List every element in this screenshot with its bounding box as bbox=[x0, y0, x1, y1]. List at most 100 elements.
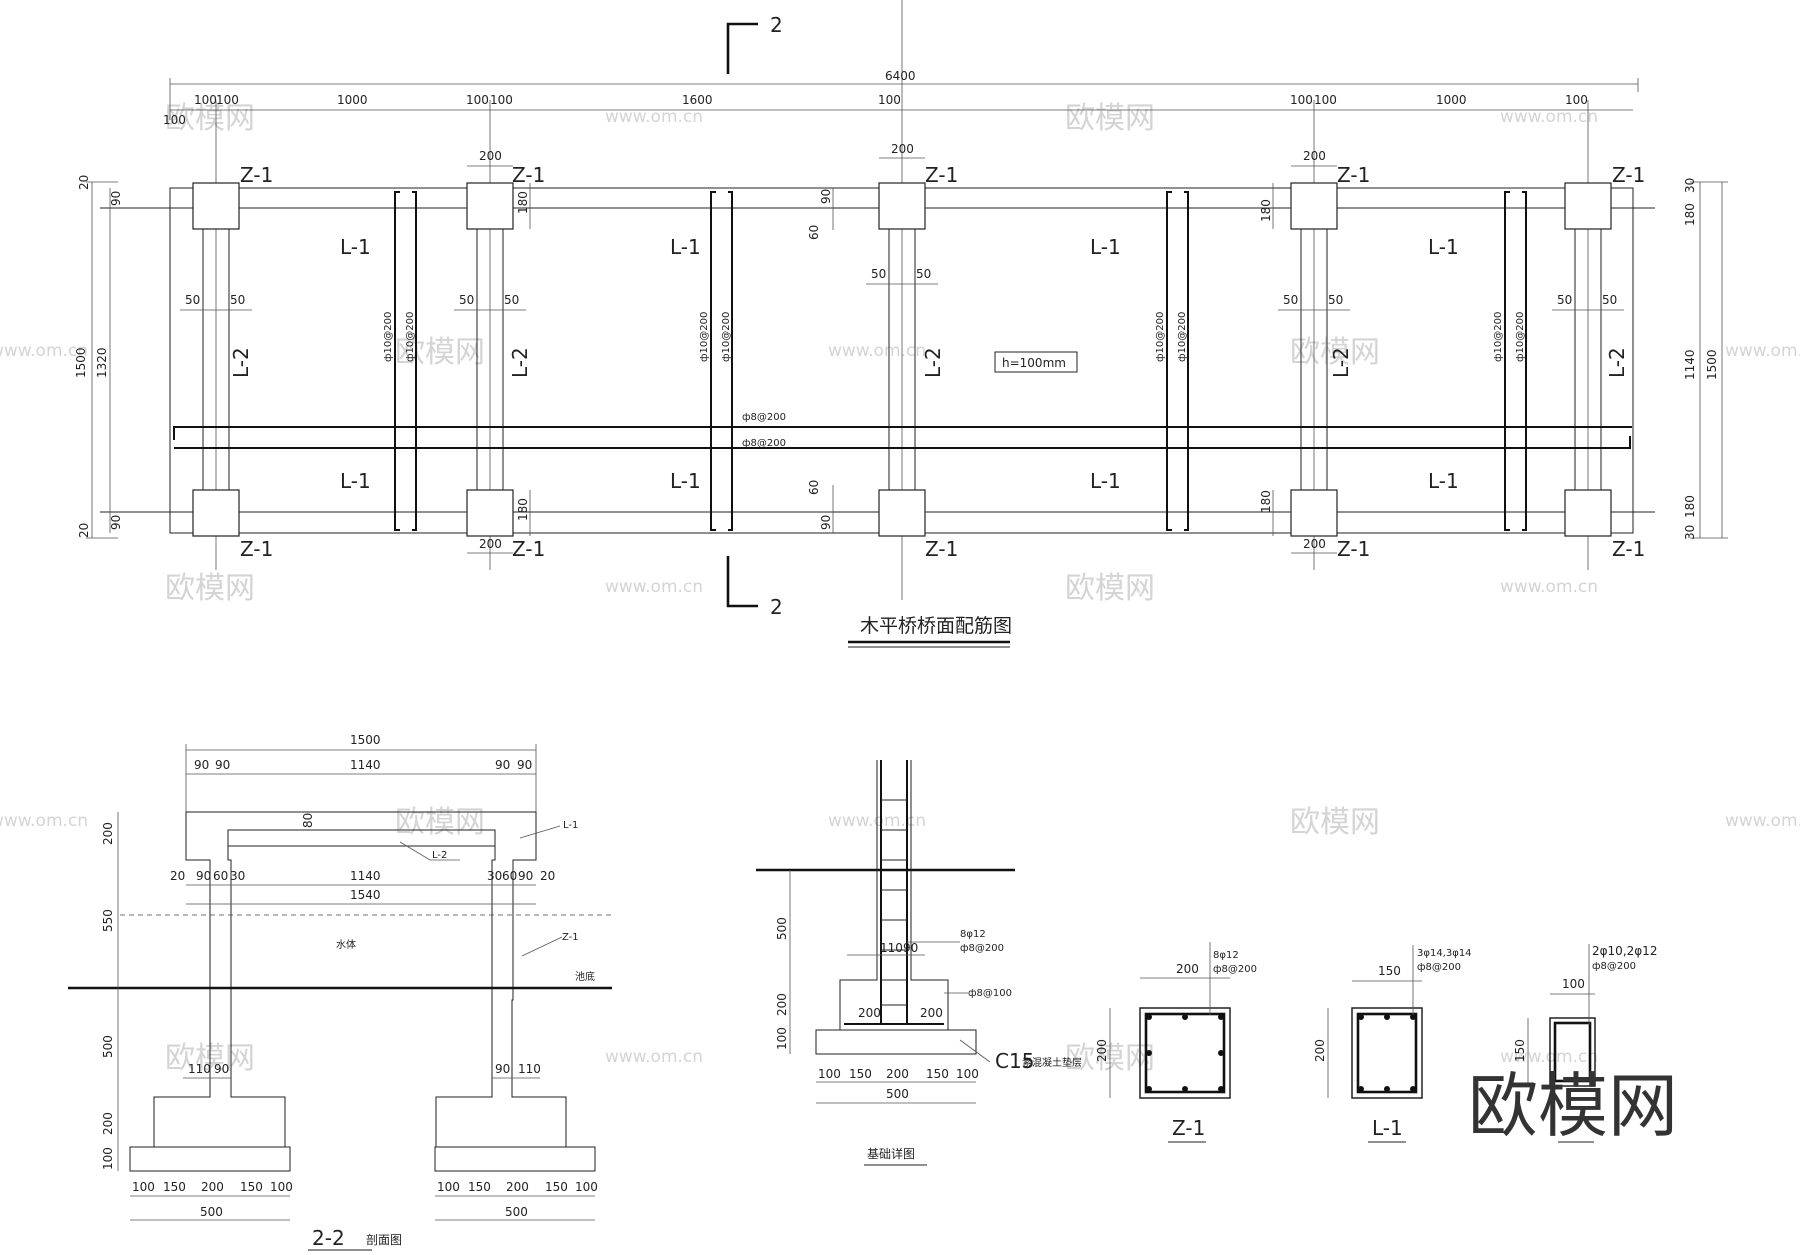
dim-text: 90 bbox=[518, 869, 533, 883]
beam-label: L-1 bbox=[340, 235, 371, 259]
dim-text: 100 bbox=[818, 1067, 841, 1081]
dim-text: 550 bbox=[101, 909, 115, 932]
dim-text: 1140 bbox=[1683, 349, 1697, 380]
pad-right bbox=[434, 1146, 596, 1172]
column-dimensions: 200 200 200 200 200 180 180 180 180 90 6… bbox=[467, 142, 1337, 554]
dim-text: 200 bbox=[101, 822, 115, 845]
dim-text: 20 bbox=[170, 869, 185, 883]
rib-label: L-2 bbox=[508, 347, 532, 378]
dim-text: 20 bbox=[77, 523, 91, 538]
leader bbox=[399, 841, 460, 861]
column-z1 bbox=[466, 489, 514, 537]
watermark-url: www.om.cn bbox=[605, 1047, 703, 1067]
dim-text: 180 bbox=[1683, 495, 1697, 518]
dim-text: 1320 bbox=[95, 347, 109, 378]
section-marker-bottom: 2 bbox=[726, 556, 783, 619]
dim-text: 180 bbox=[1683, 203, 1697, 226]
column-label: Z-1 bbox=[1337, 163, 1370, 187]
dim-text: 200 bbox=[858, 1006, 881, 1020]
dim-text: 200 bbox=[1303, 149, 1326, 163]
dim-text: 100 bbox=[132, 1180, 155, 1194]
column-z1 bbox=[1290, 182, 1338, 230]
dim-text: 100 bbox=[1314, 93, 1337, 107]
dim-text: 100 bbox=[1290, 93, 1313, 107]
rebar-label: ф8@200 bbox=[960, 943, 1004, 954]
dim-text: 1000 bbox=[1436, 93, 1467, 107]
watermark-url: www.om.cn bbox=[828, 341, 926, 361]
pad-left bbox=[129, 1146, 291, 1172]
rebar-label: ф8@200 bbox=[1417, 962, 1461, 973]
dim-text: 100 bbox=[216, 93, 239, 107]
section-title: 2-2 bbox=[312, 1226, 345, 1250]
column-z1 bbox=[1564, 182, 1612, 230]
dim-text: 90 bbox=[109, 515, 123, 530]
rib-label: L-2 bbox=[229, 347, 253, 378]
dim-text: 50 bbox=[1283, 293, 1298, 307]
dim-text: 100 bbox=[878, 93, 901, 107]
right-dimensions: 30 180 1140 1500 180 30 bbox=[1683, 178, 1728, 540]
concrete-note: 素混凝土垫层 bbox=[1022, 1056, 1082, 1069]
dim-text: 150 bbox=[926, 1067, 949, 1081]
water-label: 水体 bbox=[336, 939, 356, 951]
plan-view: 6400 100 100 100 1000 100 100 1600 100 1… bbox=[74, 0, 1728, 648]
column-label: Z-1 bbox=[512, 163, 545, 187]
column-label: Z-1 bbox=[1337, 537, 1370, 561]
dim-text: 1600 bbox=[682, 93, 713, 107]
l1-stirrup bbox=[1356, 1012, 1418, 1094]
foundation-detail: 500 200 100 8φ12 ф8@200 ф8@100 110 90 20… bbox=[756, 760, 1082, 1166]
watermark-url: www.om.cn bbox=[1500, 107, 1598, 127]
section-2-2: 1500 90 90 1140 90 90 80 水体 池底 L-1 L-2 Z… bbox=[68, 733, 612, 1251]
rib-width-dimensions: 50 50 50 50 50 50 50 50 50 50 bbox=[180, 267, 1624, 311]
dim-text: 50 bbox=[185, 293, 200, 307]
dim-text: 200 bbox=[891, 142, 914, 156]
rebar-label: 8φ12 bbox=[960, 929, 986, 940]
column-label: Z-1 bbox=[925, 537, 958, 561]
dim-text: 150 bbox=[1378, 964, 1401, 978]
horizontal-rebars bbox=[173, 426, 1632, 449]
dim-text: 100 bbox=[490, 93, 513, 107]
dim-text: 150 bbox=[849, 1067, 872, 1081]
rebar-label: ф10@200 bbox=[405, 312, 416, 362]
section-title-suffix: 剖面图 bbox=[366, 1233, 402, 1247]
dim-text: 500 bbox=[200, 1205, 223, 1219]
plan-title: 木平桥桥面配筋图 bbox=[860, 615, 1012, 637]
dim-text: 30 bbox=[487, 869, 502, 883]
beam-label: L-1 bbox=[670, 235, 701, 259]
slab-note: h=100mm bbox=[1002, 356, 1066, 370]
rebar-label: ф8@200 bbox=[742, 412, 786, 423]
watermark-cn: 欧模网 bbox=[1290, 805, 1380, 840]
watermark-cn: 欧模网 bbox=[1290, 335, 1380, 370]
watermark-cn: 欧模网 bbox=[1065, 101, 1155, 136]
dim-text: 200 bbox=[1176, 962, 1199, 976]
dim-text: 100 bbox=[956, 1067, 979, 1081]
section-l1: 150 200 3φ14,3φ14 ф8@200 L-1 bbox=[1313, 945, 1472, 1143]
dim-text: 110 bbox=[188, 1062, 211, 1076]
watermark-url: www.om.cn bbox=[0, 341, 88, 361]
watermark-cn: 欧模网 bbox=[395, 805, 485, 840]
rebar-label: ф8@100 bbox=[968, 988, 1012, 999]
rib-labels: L-2 L-2 L-2 L-2 L-2 bbox=[229, 347, 1629, 378]
dim-text: 90 bbox=[495, 1062, 510, 1076]
dim-text: 100 bbox=[1565, 93, 1588, 107]
dim-text: 200 bbox=[920, 1006, 943, 1020]
rebar-label: ф10@200 bbox=[1493, 312, 1504, 362]
beam-label: L-1 bbox=[670, 469, 701, 493]
dim-text: 1540 bbox=[350, 888, 381, 902]
watermark-cn: 欧模网 bbox=[395, 335, 485, 370]
rib-label: L-2 bbox=[1329, 347, 1353, 378]
dim-text: 200 bbox=[506, 1180, 529, 1194]
beam-label: L-1 bbox=[1090, 235, 1121, 259]
dim-text: 150 bbox=[468, 1180, 491, 1194]
watermark-url: www.om.cn bbox=[605, 577, 703, 597]
dim-text: 50 bbox=[504, 293, 519, 307]
vertical-rebars bbox=[394, 191, 1527, 531]
dim-text: 60 bbox=[502, 869, 517, 883]
watermark-url: www.om.cn bbox=[0, 811, 88, 831]
dim-text: 180 bbox=[1259, 199, 1273, 222]
rebar-label: ф8@200 bbox=[1592, 961, 1636, 972]
column-z1 bbox=[192, 182, 240, 230]
watermark-url: www.om.cn bbox=[1500, 1047, 1598, 1067]
dim-text: 90 bbox=[819, 189, 833, 204]
watermark-url: www.om.cn bbox=[1725, 341, 1800, 361]
watermark-url: www.om.cn bbox=[605, 107, 703, 127]
